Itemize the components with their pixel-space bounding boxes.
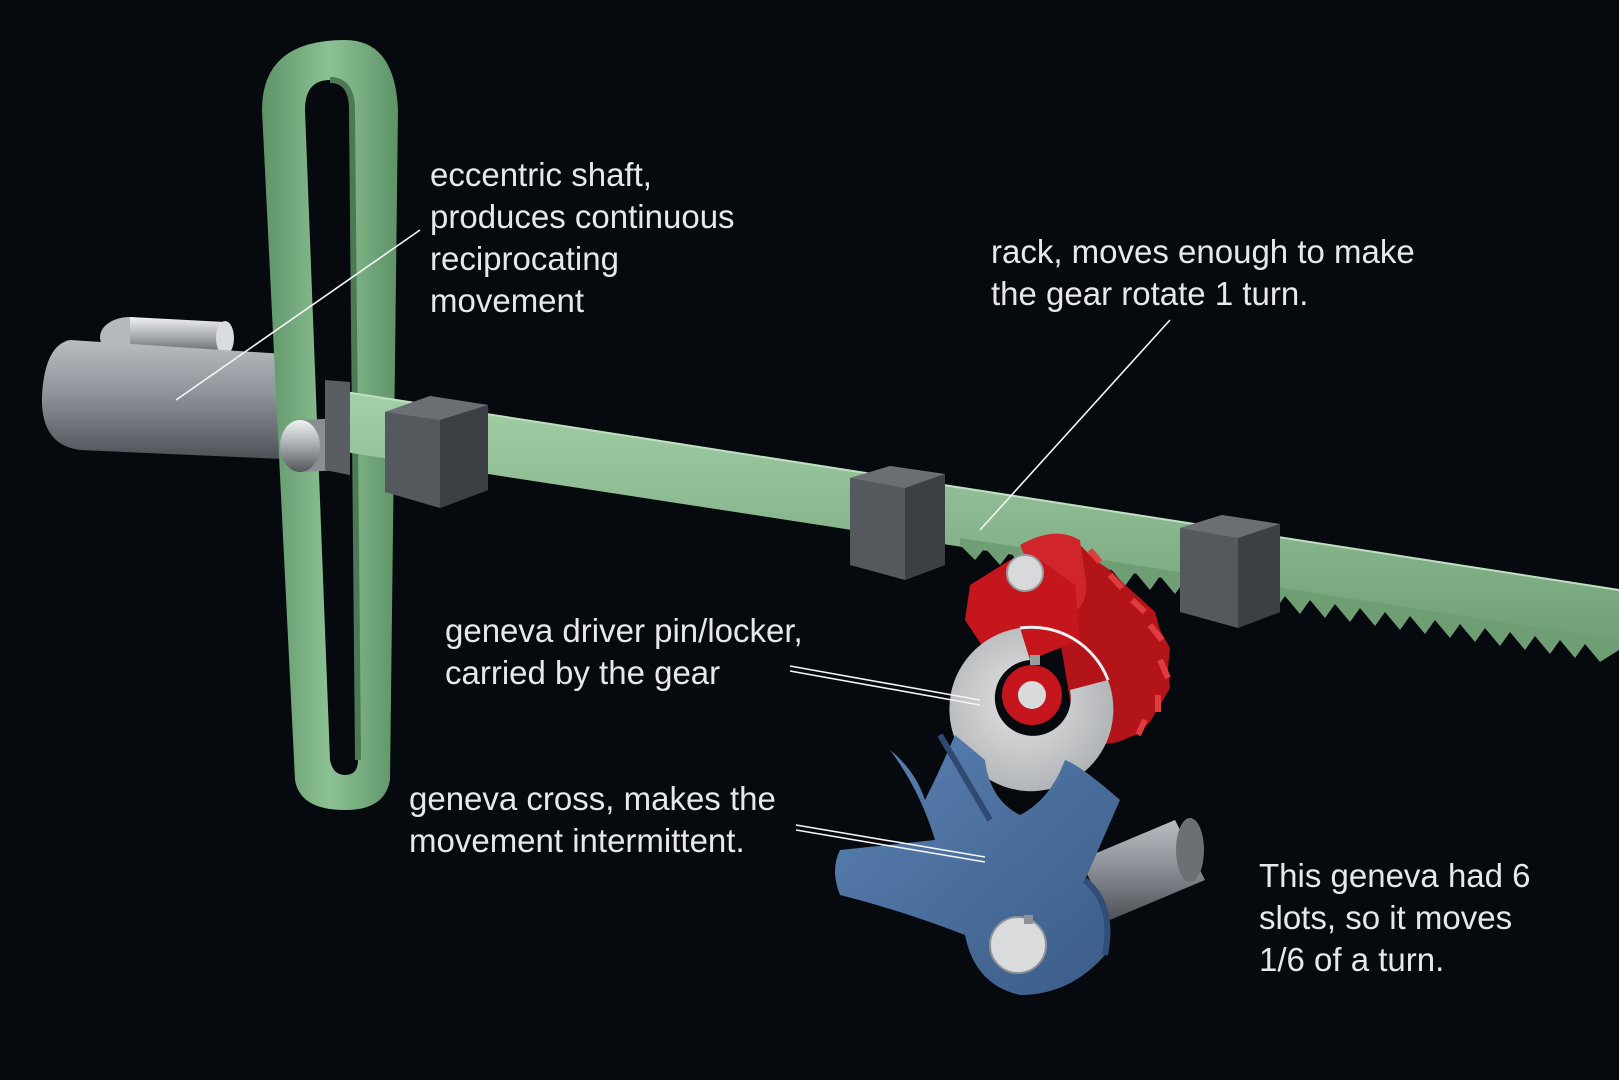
output-shaft-icon [1080,818,1205,920]
rack-icon [344,391,1619,662]
leader-lines [175,229,1171,863]
eccentric-label-line3: reciprocating [430,240,619,277]
rack-teeth [960,538,1619,662]
note-label-line2: slots, so it moves [1259,899,1513,936]
guide-block-2-icon [850,466,945,580]
rack-label-line2: the gear rotate 1 turn. [991,275,1309,312]
geneva-driver-disc-icon [949,625,1114,792]
leader-cross [795,824,986,863]
eccentric-label-line4: movement [430,282,585,319]
cross-label-line2: movement intermittent. [409,822,745,859]
eccentric-label-line1: eccentric shaft, [430,156,652,193]
yoke-pin-icon [280,380,350,475]
guide-block-1-icon [385,396,488,508]
eccentric-shaft-label: eccentric shaft, produces continuous rec… [430,154,735,322]
note-label-line1: This geneva had 6 [1259,857,1531,894]
leader-driver [789,665,981,706]
yoke-icon [262,40,398,810]
leader-eccentric [175,229,421,401]
driver-label-line1: geneva driver pin/locker, [445,612,803,649]
leader-rack [979,319,1171,531]
guide-block-3-icon [1180,515,1280,628]
geneva-cross-icon [835,733,1120,995]
eccentric-label-line2: produces continuous [430,198,735,235]
geneva-cross-label: geneva cross, makes the movement intermi… [409,778,776,862]
rack-label-line1: rack, moves enough to make [991,233,1415,270]
rack-label: rack, moves enough to make the gear rota… [991,231,1415,315]
driver-label-line2: carried by the gear [445,654,721,691]
geneva-driver-label: geneva driver pin/locker, carried by the… [445,610,803,694]
slots-note-label: This geneva had 6 slots, so it moves 1/6… [1259,855,1531,981]
cross-label-line1: geneva cross, makes the [409,780,776,817]
note-label-line3: 1/6 of a turn. [1259,941,1445,978]
